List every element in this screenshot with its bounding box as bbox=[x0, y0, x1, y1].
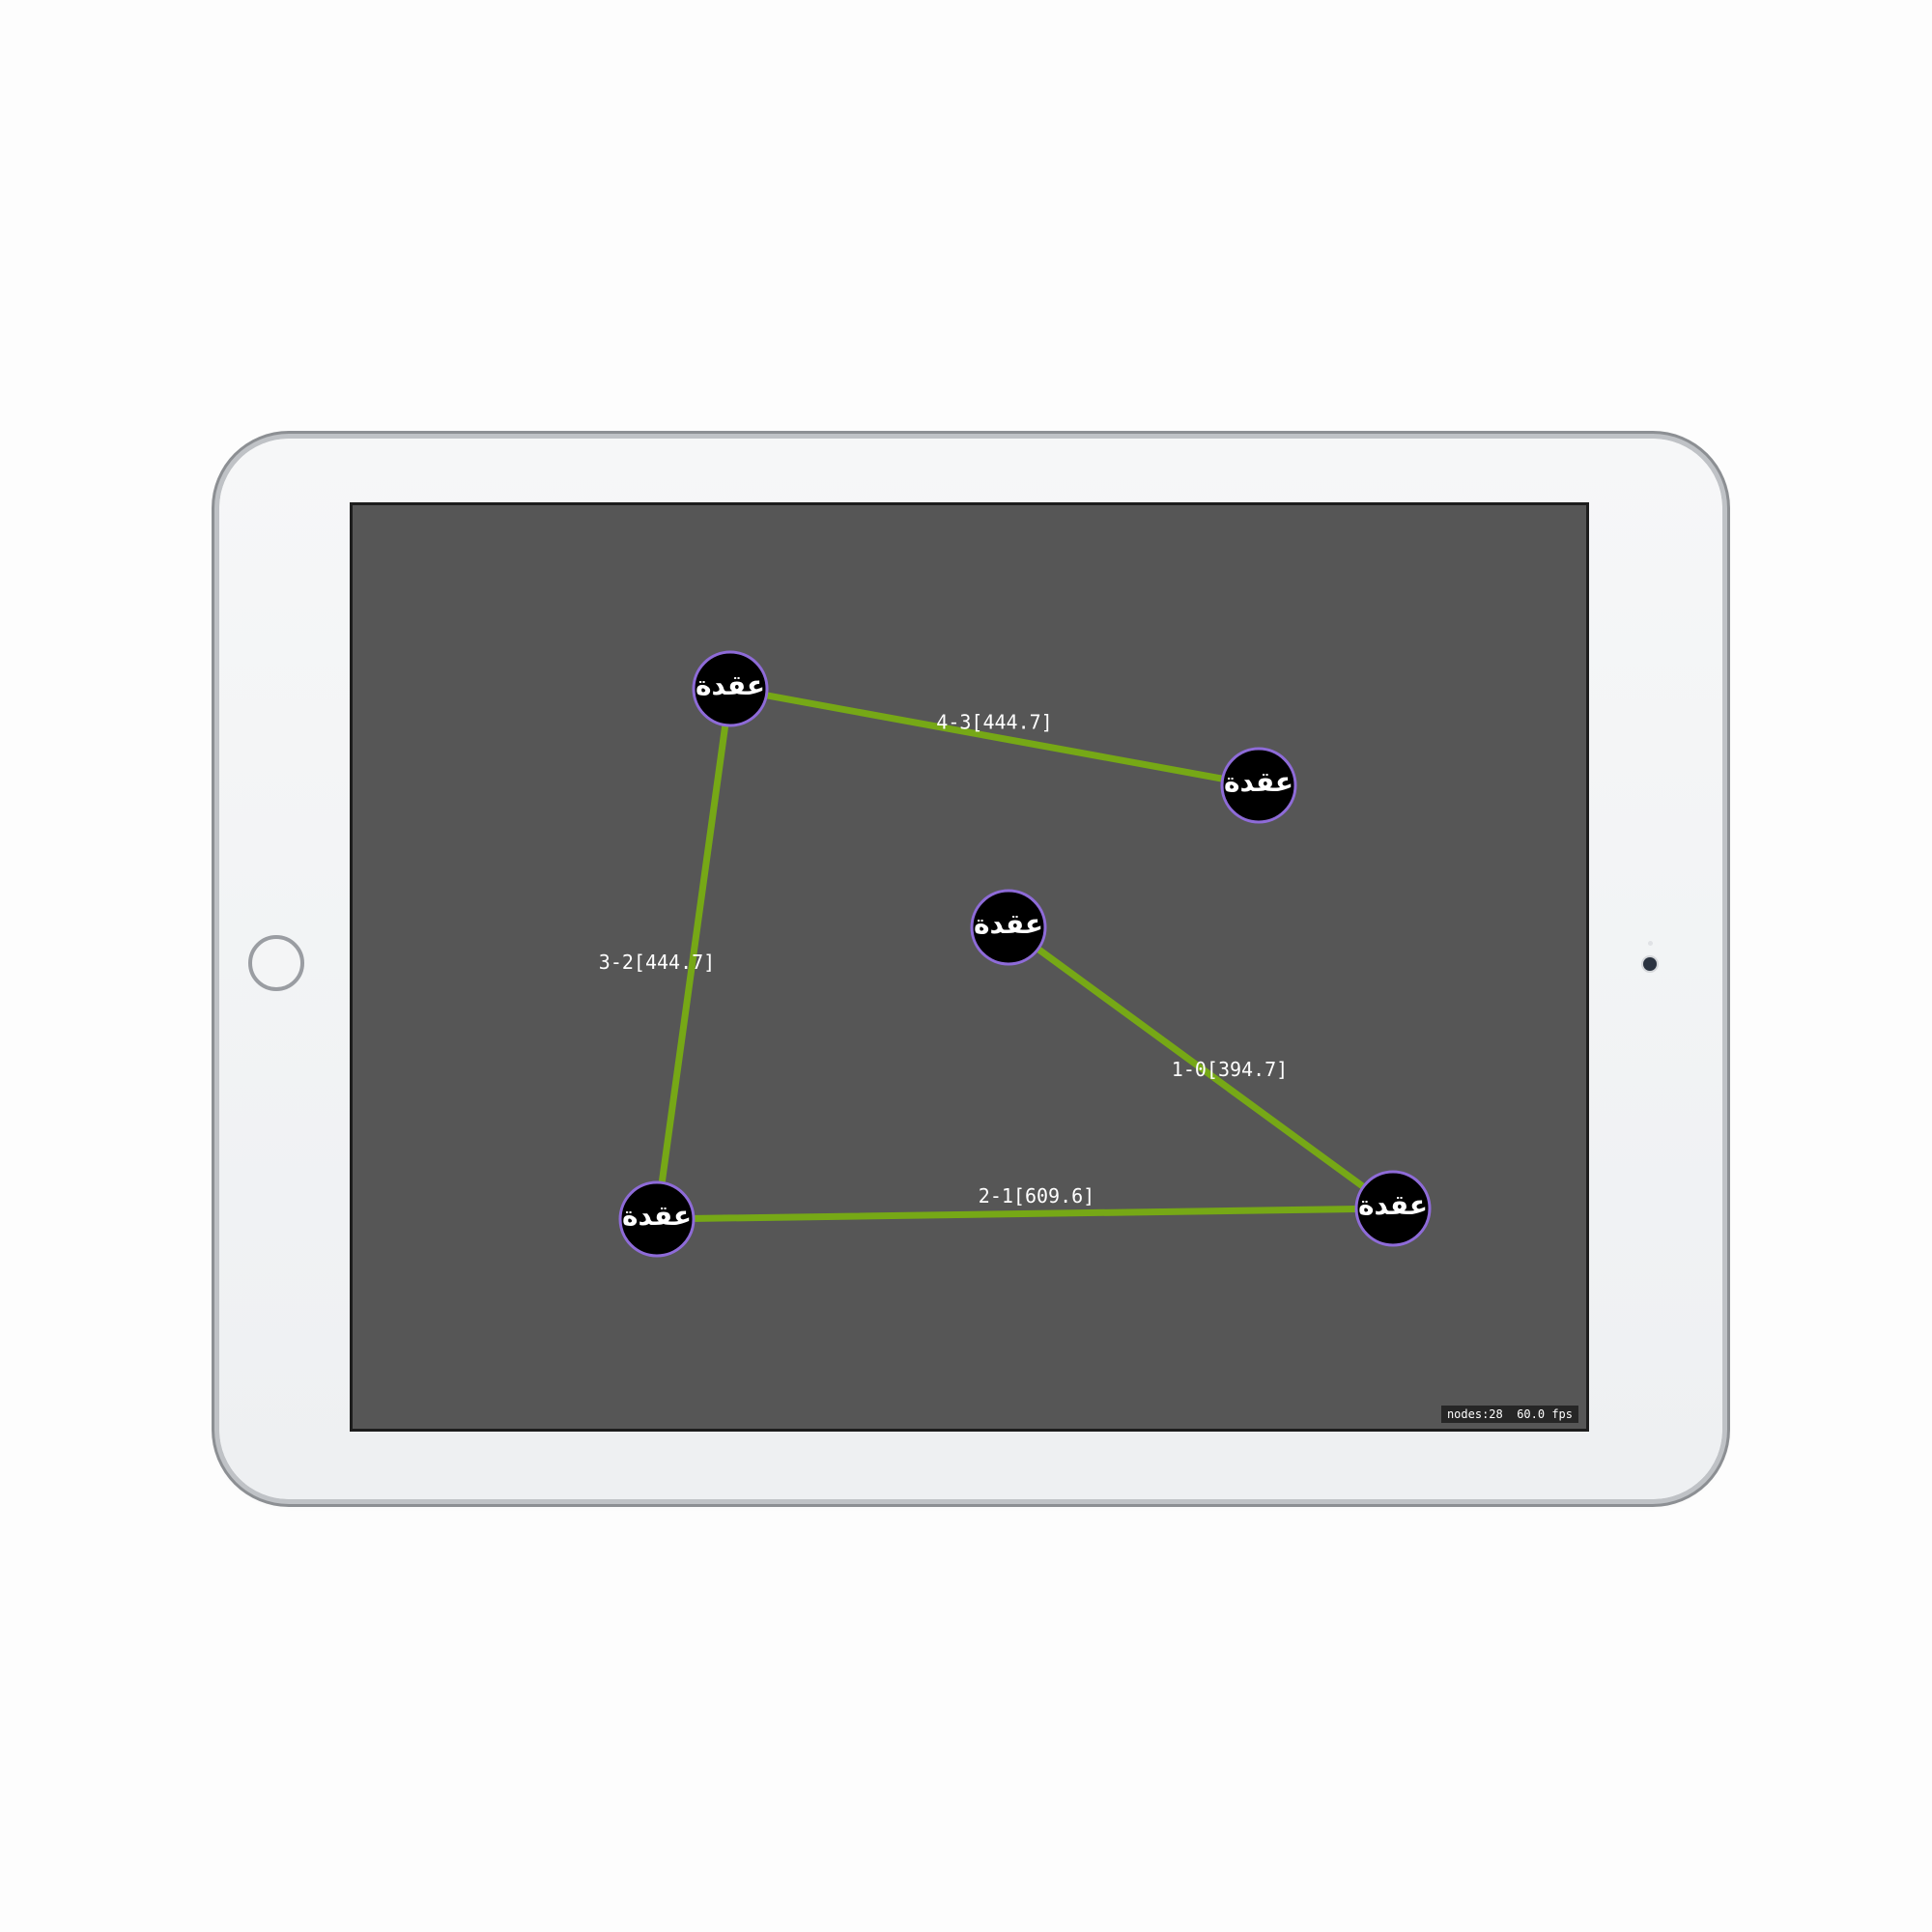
node-label: عقدة bbox=[696, 669, 765, 701]
front-camera-icon bbox=[1643, 957, 1657, 971]
node-circle[interactable] bbox=[970, 889, 1047, 966]
node-label: عقدة bbox=[1358, 1189, 1428, 1221]
debug-stats-overlay: nodes:28 60.0 fps bbox=[1440, 1406, 1578, 1423]
edge-label: 2-1[609.6] bbox=[979, 1184, 1094, 1208]
edges-layer bbox=[653, 685, 1397, 1223]
node-label: عقدة bbox=[622, 1200, 692, 1232]
home-button[interactable] bbox=[248, 935, 304, 991]
node-circle[interactable] bbox=[692, 650, 769, 727]
graph-canvas[interactable]: 4-3[444.7] 3-2[444.7] 1-0[394.7] 2-1[609.6]… bbox=[353, 505, 1586, 1429]
edge-labels-layer: 4-3[444.7] 3-2[444.7] 1-0[394.7] 2-1[609.6] bbox=[599, 711, 1288, 1208]
graph-node-n3[interactable]: عقدة bbox=[1220, 747, 1297, 824]
node-circle[interactable] bbox=[1220, 747, 1297, 824]
edge-n0-n1 bbox=[1005, 923, 1397, 1212]
scene-view[interactable]: 4-3[444.7] 3-2[444.7] 1-0[394.7] 2-1[609.6]… bbox=[350, 502, 1589, 1432]
graph-node-n4[interactable]: عقدة bbox=[692, 650, 769, 727]
edge-label: 4-3[444.7] bbox=[936, 711, 1052, 734]
edge-label: 3-2[444.7] bbox=[599, 951, 715, 974]
nodes-layer: عقدة عقدة عقدة عقدة عقدة bbox=[618, 650, 1432, 1258]
edge-n2-n1 bbox=[653, 1205, 1397, 1223]
edge-label: 1-0[394.7] bbox=[1172, 1058, 1288, 1081]
graph-node-n1[interactable]: عقدة bbox=[1354, 1170, 1432, 1247]
light-sensor bbox=[1648, 941, 1653, 946]
node-label: عقدة bbox=[974, 908, 1043, 940]
graph-node-n0[interactable]: عقدة bbox=[970, 889, 1047, 966]
tablet-device: 4-3[444.7] 3-2[444.7] 1-0[394.7] 2-1[609.6]… bbox=[219, 439, 1722, 1499]
edge-n4-n3 bbox=[726, 685, 1263, 789]
node-circle[interactable] bbox=[618, 1180, 696, 1258]
node-label: عقدة bbox=[1224, 766, 1293, 798]
fps-label: 60.0 fps bbox=[1517, 1407, 1573, 1421]
node-circle[interactable] bbox=[1354, 1170, 1432, 1247]
edge-n4-n2 bbox=[653, 685, 734, 1223]
graph-node-n2[interactable]: عقدة bbox=[618, 1180, 696, 1258]
node-count-label: nodes:28 bbox=[1446, 1407, 1503, 1421]
